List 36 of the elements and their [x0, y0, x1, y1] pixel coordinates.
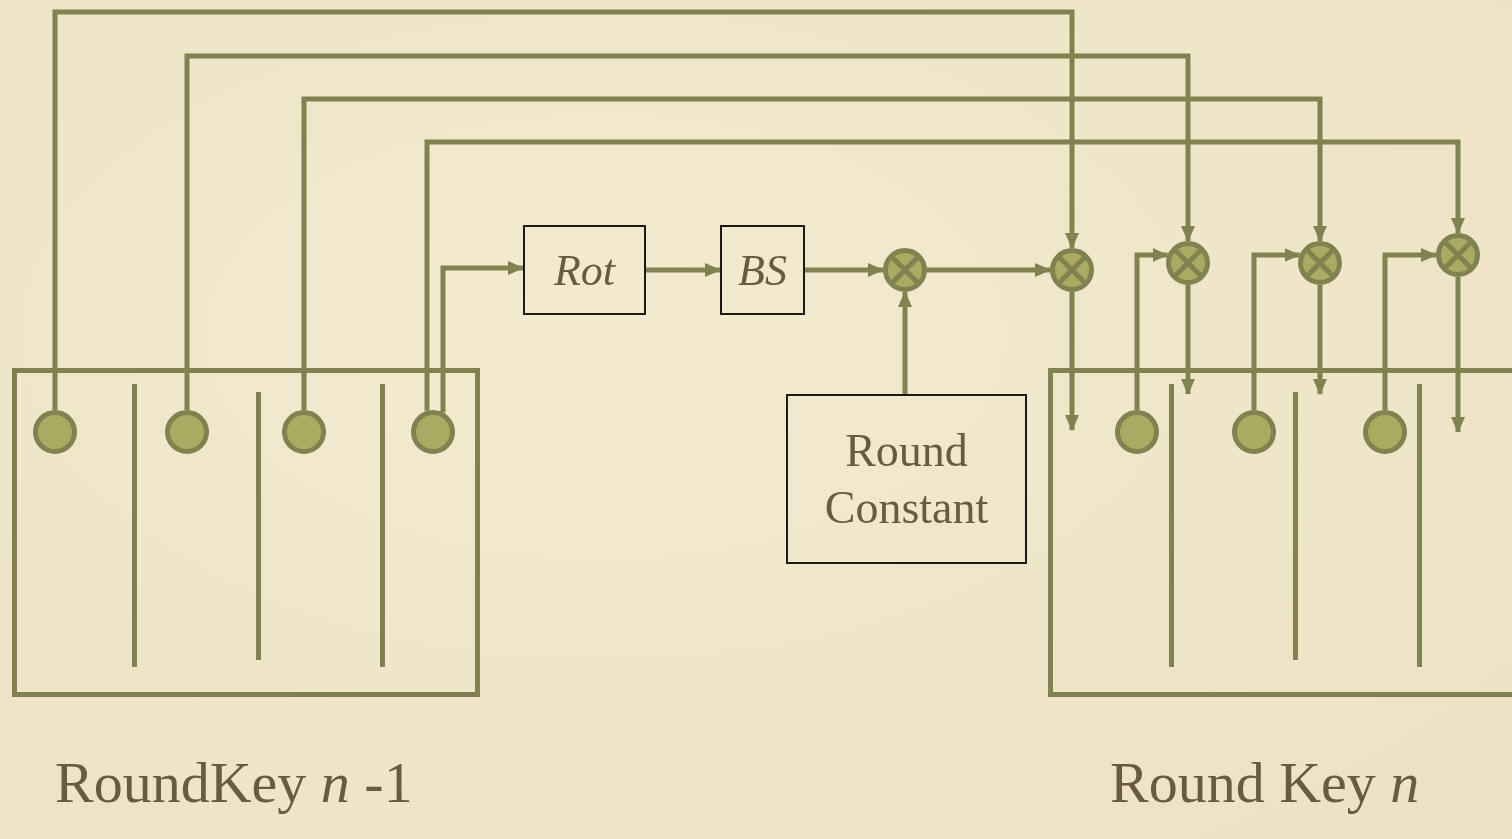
arrow: [52, 9, 1079, 410]
arrow: [1251, 248, 1301, 410]
xor-symbol: [1050, 248, 1094, 292]
arrow: [898, 291, 912, 394]
port-dot: [1232, 410, 1276, 454]
block-title: RoundKey n -1: [55, 754, 413, 812]
xor-symbol: [1166, 241, 1210, 285]
arrow: [440, 261, 524, 413]
arrow: [805, 263, 884, 277]
arrow: [1313, 285, 1327, 395]
port-dot: [411, 410, 455, 454]
arrow: [1065, 292, 1079, 431]
arrow: [424, 139, 1465, 411]
port-dot: [1115, 410, 1159, 454]
arrow: [927, 263, 1051, 277]
process-box: [720, 225, 805, 315]
block-title: Round Key n: [1110, 754, 1420, 812]
arrow: [1451, 277, 1465, 433]
port-dot: [165, 410, 209, 454]
arrow: [1382, 248, 1437, 410]
box-label: Round Constant: [823, 423, 990, 535]
arrow: [1134, 248, 1169, 410]
process-box: [523, 225, 646, 315]
xor-symbol: [1298, 241, 1342, 285]
arrow: [646, 263, 721, 277]
xor-symbol: [1436, 233, 1480, 277]
port-dot: [33, 410, 77, 454]
arrow: [184, 53, 1195, 410]
port-dot: [1363, 410, 1407, 454]
arrow: [301, 96, 1327, 410]
arrow: [1181, 285, 1195, 395]
process-box: [786, 394, 1027, 564]
box-label: Rot: [553, 244, 616, 297]
xor-symbol: [883, 248, 927, 292]
port-dot: [282, 410, 326, 454]
box-label: BS: [738, 244, 787, 297]
